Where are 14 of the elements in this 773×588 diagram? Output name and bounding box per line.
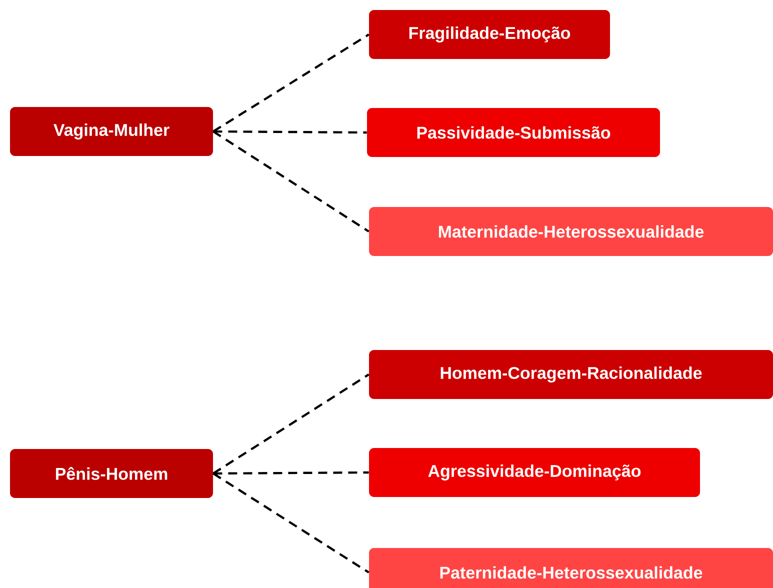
concept-box: Agressividade-Dominação bbox=[369, 448, 700, 497]
root-box: Vagina-Mulher bbox=[10, 106, 213, 156]
dashed-line bbox=[213, 471, 369, 475]
dashed-line bbox=[212, 34, 370, 132]
concept-box: Maternidade-Heterossexualidade bbox=[369, 207, 773, 256]
concept-box: Homem-Coragem-Racionalidade bbox=[369, 350, 773, 399]
concept-box: Fragilidade-Emoção bbox=[369, 10, 610, 59]
dashed-line bbox=[212, 130, 370, 232]
root-box: Pênis-Homem bbox=[10, 448, 213, 498]
dashed-line bbox=[212, 374, 370, 474]
concept-box: Paternidade-Heterossexualidade bbox=[369, 548, 773, 588]
concept-box: Passividade-Submissão bbox=[367, 108, 660, 157]
dashed-line bbox=[212, 472, 370, 574]
dashed-line bbox=[213, 130, 367, 134]
